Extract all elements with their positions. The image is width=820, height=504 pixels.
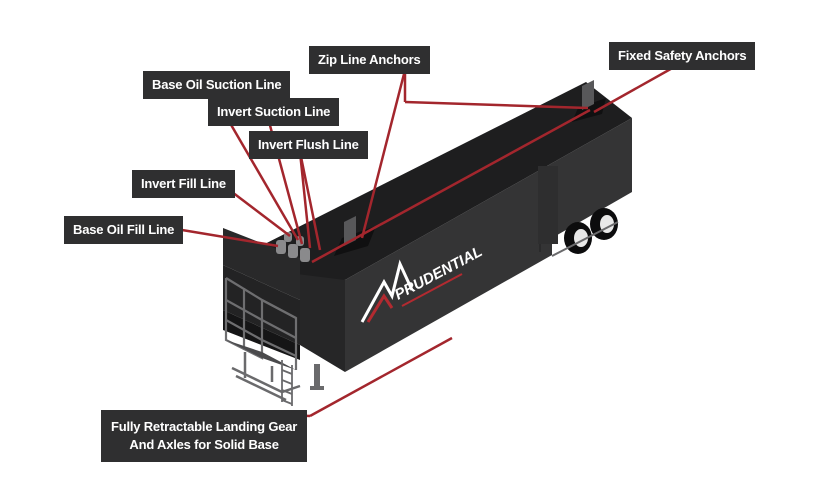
trailer-roof [223,82,632,280]
fixed-anchor-plate [582,80,594,110]
side-panel [538,166,558,244]
ladder [281,360,293,406]
invert-flush-line-label: Invert Flush Line [249,131,368,159]
invert-fill-line-label: Invert Fill Line [132,170,235,198]
trailer-side-face [345,118,632,372]
mountain-mark [360,259,414,323]
fixed-safety-anchors-label: Fixed Safety Anchors [609,42,756,70]
support-leg [310,364,324,390]
base-oil-fill-line-label: Base Oil Fill Line [64,216,184,244]
zip-line-anchors-label: Zip Line Anchors [309,46,430,74]
landing-gear-label: Fully Retractable Landing Gear And Axles… [101,410,308,462]
gooseneck-front [223,228,300,300]
base-oil-suction-line-label: Base Oil Suction Line [143,71,291,99]
porch-floor [226,340,296,370]
trailer-long-face [300,258,345,372]
invert-suction-line-label: Invert Suction Line [208,98,340,126]
landing-gear-label-line2: And Axles for Solid Base [129,437,279,452]
landing-gear-label-line1: Fully Retractable Landing Gear [111,419,298,434]
axle-rail [551,221,619,257]
